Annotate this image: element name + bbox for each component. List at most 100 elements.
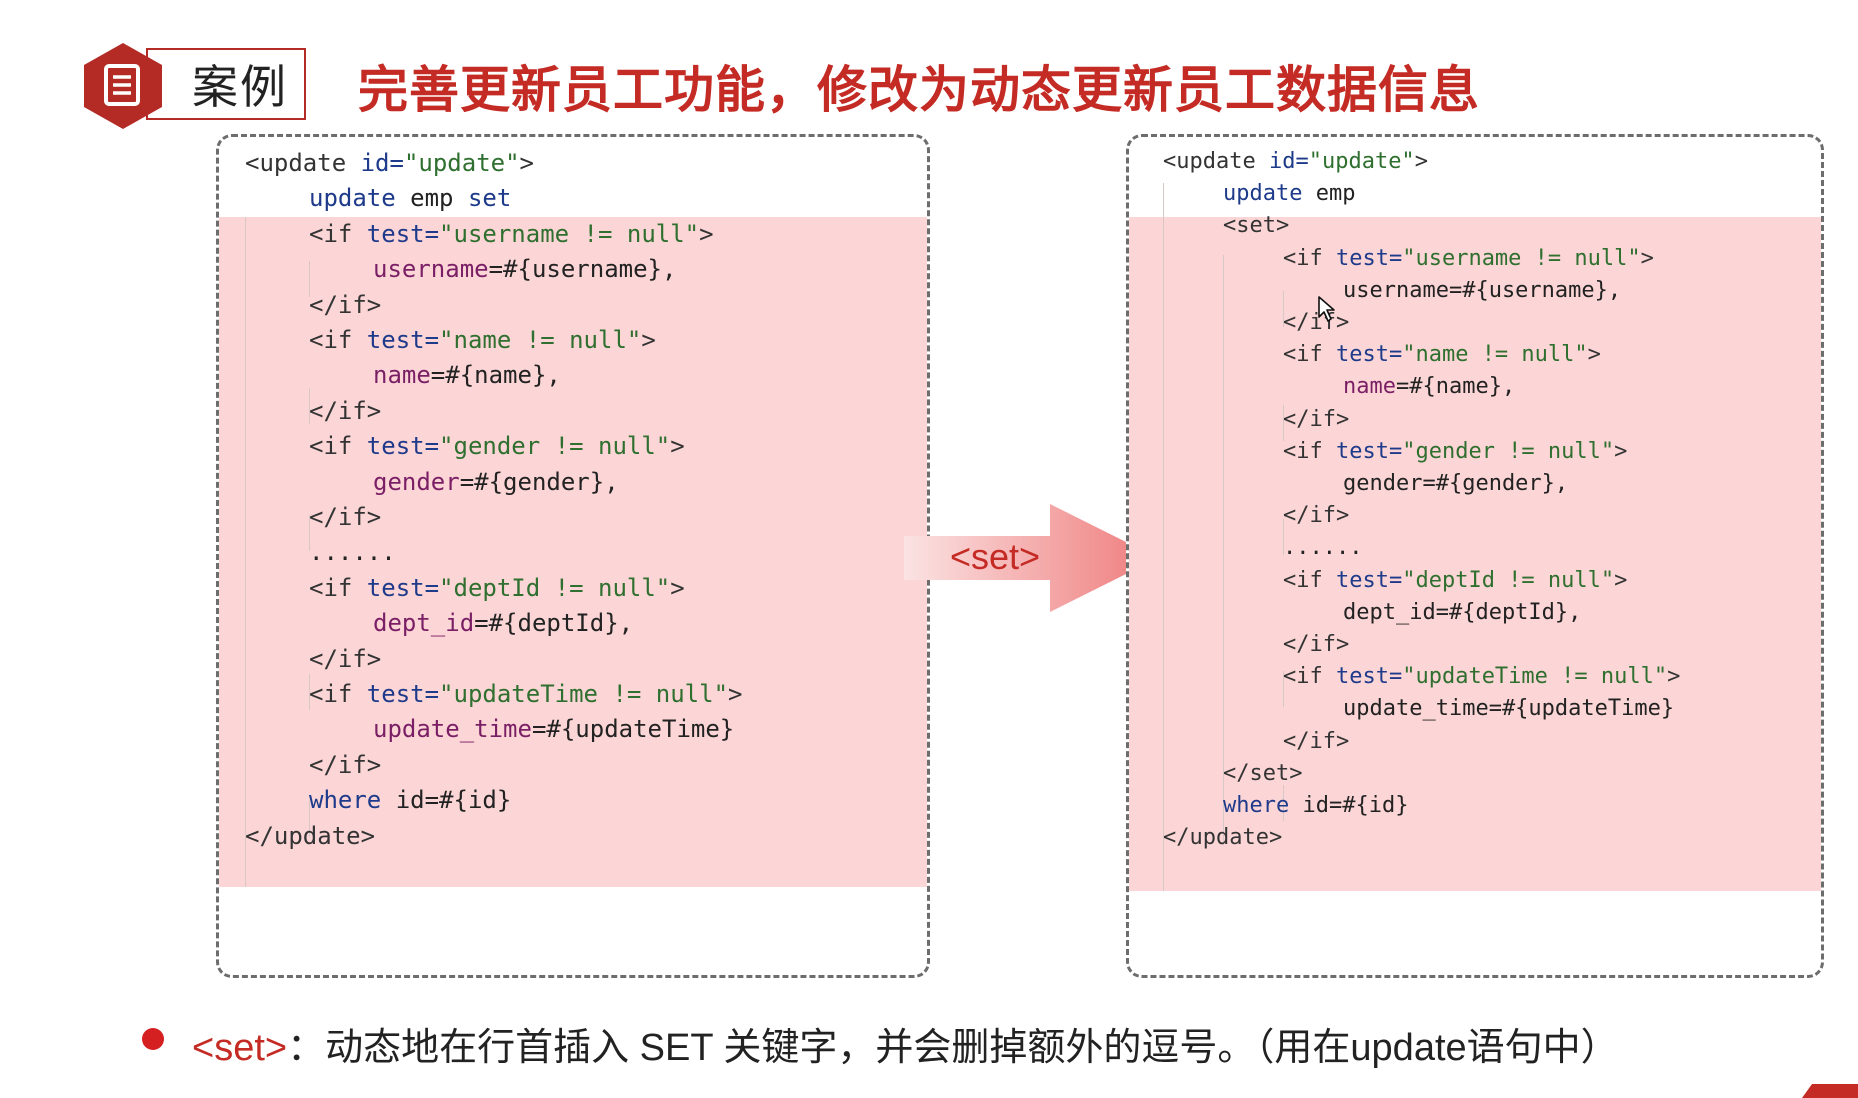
code-token: <if <box>309 432 367 461</box>
code-token: "updateTime != null" <box>439 680 729 708</box>
code-token: <if <box>309 219 367 248</box>
code-token: </if> <box>309 503 382 531</box>
code-line: dept_id=#{deptId}, <box>1343 600 1581 625</box>
indent-guide <box>1283 671 1284 707</box>
code-token: "update" <box>1308 149 1415 174</box>
code-token: gender <box>373 467 460 496</box>
code-line: dept_id=#{deptId}, <box>373 609 633 637</box>
code-line: <if test="deptId != null"> <box>1283 568 1627 593</box>
code-line: <if test="username != null"> <box>1283 246 1654 271</box>
code-line: </if> <box>309 751 381 779</box>
indent-guide <box>1163 183 1164 891</box>
code-token: <set> <box>1223 213 1290 239</box>
code-token: "name != null" <box>439 326 642 354</box>
code-line: </if> <box>309 503 381 531</box>
code-line: where id=#{id} <box>309 786 511 814</box>
code-token: =#{updateTime} <box>531 715 735 744</box>
indent-guide <box>1283 405 1284 441</box>
code-line: <if test="name != null"> <box>309 326 656 354</box>
code-token: > <box>519 149 534 177</box>
code-token: </if> <box>1283 406 1350 432</box>
code-line: </if> <box>309 397 381 425</box>
code-token: > <box>1614 567 1628 593</box>
code-line: gender=#{gender}, <box>1343 471 1568 496</box>
code-token: "update" <box>403 149 520 177</box>
document-icon <box>78 40 168 130</box>
code-line: </if> <box>1283 632 1349 657</box>
code-panel-before: <update id="update">update emp set<if te… <box>216 134 930 978</box>
code-line: </if> <box>1283 729 1349 754</box>
code-token: test= <box>366 573 440 602</box>
code-token: <if <box>1283 438 1336 464</box>
code-token: test= <box>1335 664 1403 690</box>
code-token: </update> <box>1163 825 1283 851</box>
code-token: where <box>309 786 382 815</box>
case-tag: 案例 <box>146 48 306 120</box>
code-token: set <box>467 184 512 213</box>
indent-guide <box>309 674 310 710</box>
code-token: <if <box>1283 567 1336 593</box>
code-token: > <box>1667 664 1681 690</box>
mouse-cursor-icon <box>1318 296 1335 322</box>
code-line: <if test="name != null"> <box>1283 342 1601 367</box>
code-line: </update> <box>245 822 375 850</box>
code-token: > <box>670 432 685 461</box>
code-token: test= <box>1335 438 1403 464</box>
code-line: gender=#{gender}, <box>373 468 619 496</box>
code-line: name=#{name}, <box>373 361 561 389</box>
code-line: where id=#{id} <box>1223 793 1408 818</box>
code-token: <if <box>309 680 367 708</box>
code-token: "gender != null" <box>439 432 671 461</box>
code-line: <if test="deptId != null"> <box>309 574 685 602</box>
code-token: gender=#{gender}, <box>1343 471 1569 496</box>
code-line: </if> <box>1283 503 1349 528</box>
code-token: </if> <box>1283 632 1350 657</box>
code-token: "username != null" <box>439 219 700 248</box>
code-line: <if test="gender != null"> <box>1283 439 1627 464</box>
code-token: "username != null" <box>1402 245 1641 271</box>
code-token: test= <box>1335 245 1403 271</box>
highlight-block <box>1129 217 1821 891</box>
code-token: =#{name}, <box>1395 374 1516 400</box>
code-line: </set> <box>1223 761 1302 786</box>
code-token: update <box>309 184 396 213</box>
code-token: id=#{id} <box>1289 793 1409 818</box>
code-token: "updateTime != null" <box>1402 664 1668 690</box>
code-token: <update <box>245 149 361 177</box>
code-line: </if> <box>1283 310 1349 335</box>
code-token: "deptId != null" <box>1402 567 1615 593</box>
indent-guide <box>309 801 310 837</box>
code-token: </if> <box>1283 728 1350 754</box>
code-token: dept_id <box>373 609 475 638</box>
code-line: </if> <box>1283 407 1349 432</box>
code-line: <set> <box>1223 213 1289 238</box>
code-token: test= <box>366 432 440 461</box>
highlight-block <box>219 217 927 887</box>
code-line: <update id="update"> <box>1163 149 1428 174</box>
code-token: "name != null" <box>1402 342 1588 368</box>
page-title: 完善更新员工功能，修改为动态更新员工数据信息 <box>358 61 1480 119</box>
code-token: id= <box>1268 149 1309 174</box>
code-line: ...... <box>1283 535 1362 560</box>
code-token: =#{gender}, <box>459 467 619 496</box>
code-line: </update> <box>1163 825 1282 850</box>
code-line: update_time=#{updateTime} <box>373 715 734 743</box>
code-line: name=#{name}, <box>1343 374 1515 399</box>
corner-accent <box>1802 1084 1858 1098</box>
indent-guide <box>1223 255 1224 845</box>
code-line: </if> <box>309 291 381 319</box>
code-token: test= <box>1335 567 1403 593</box>
code-token: </if> <box>309 644 382 673</box>
indent-guide <box>245 217 246 887</box>
code-token: name <box>373 361 431 390</box>
code-token: </update> <box>245 821 376 850</box>
code-line: update emp <box>1223 181 1355 206</box>
code-token: where <box>1223 793 1290 818</box>
code-token: =#{username}, <box>488 255 677 284</box>
code-token: emp <box>395 184 468 213</box>
code-token: test= <box>366 326 440 354</box>
arrow-right-icon <box>904 504 1158 612</box>
code-token: > <box>1614 438 1628 464</box>
code-token: > <box>1414 149 1428 174</box>
code-line: <if test="username != null"> <box>309 220 714 248</box>
